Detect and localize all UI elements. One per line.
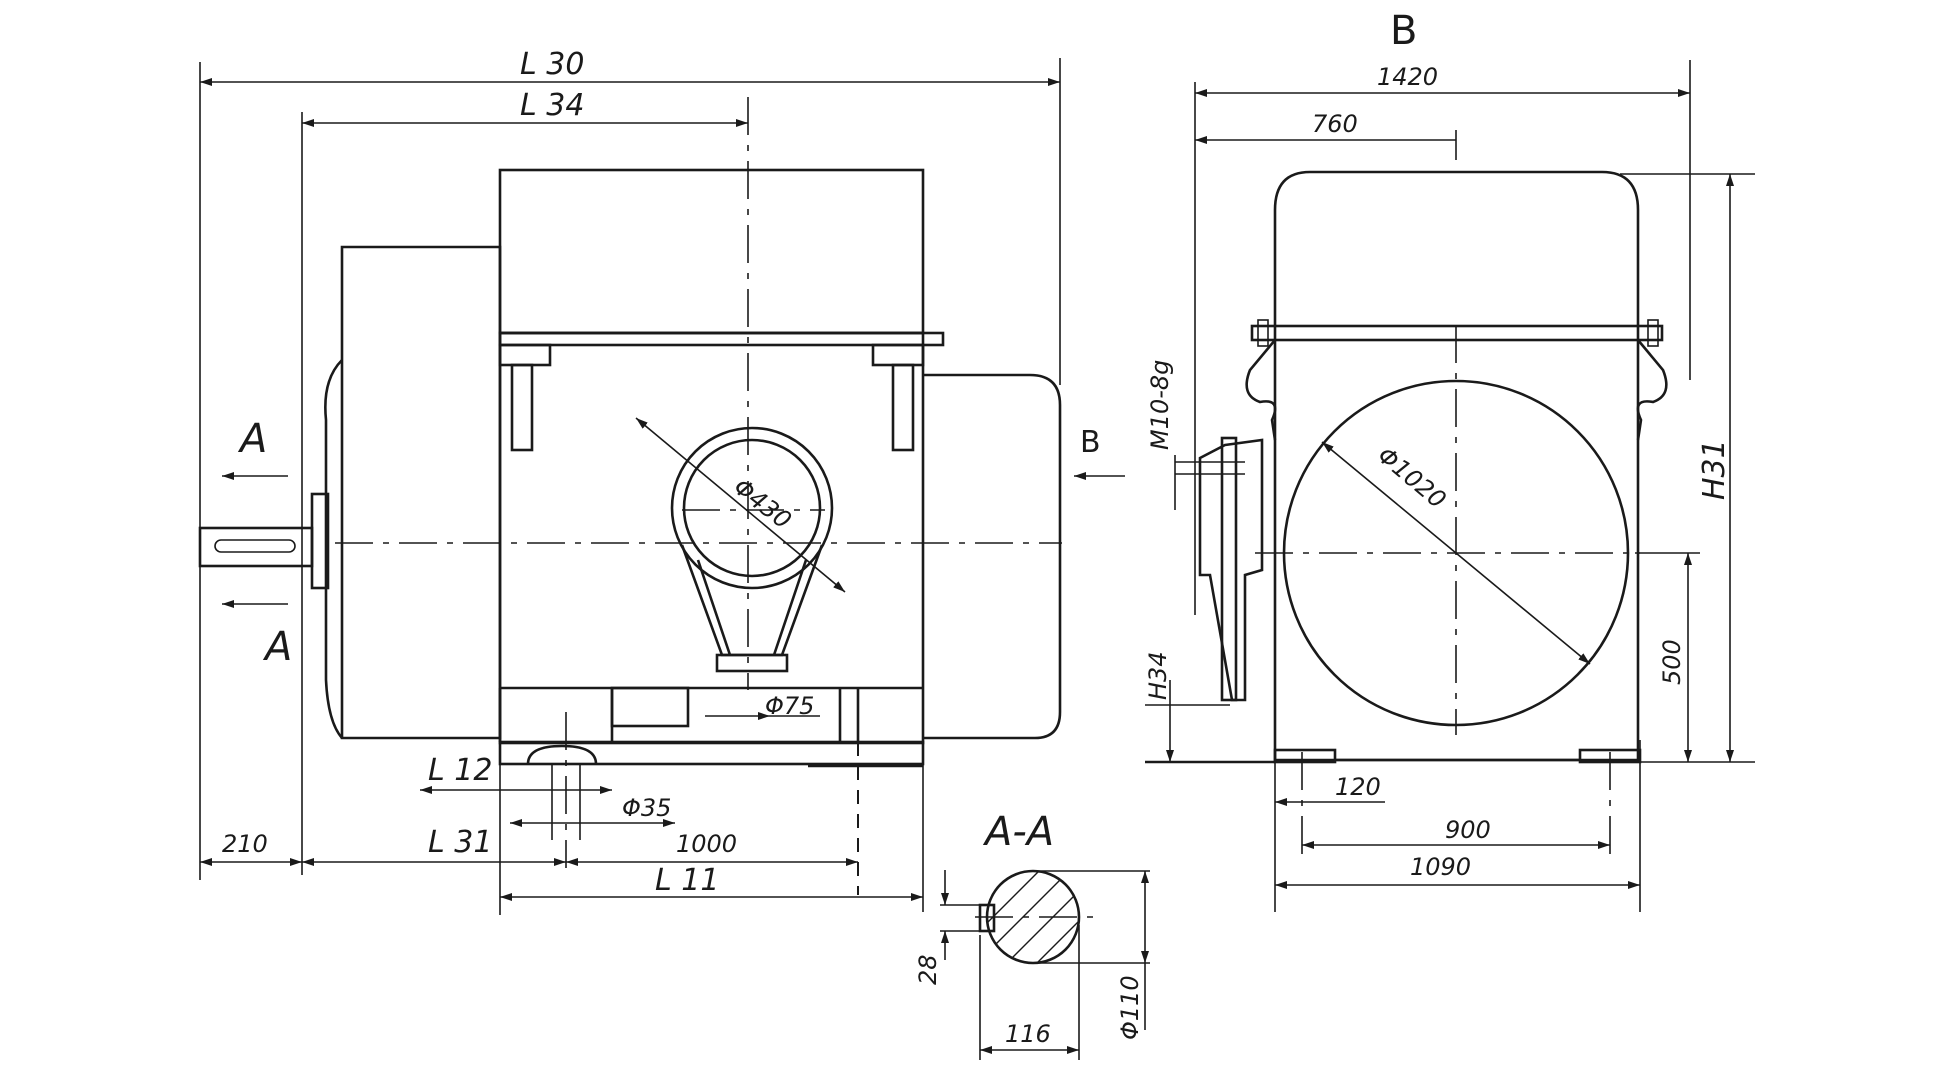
bracket-left-post bbox=[510, 363, 534, 452]
terminal-box-side bbox=[1198, 438, 1264, 702]
terminal-box-neck-outer bbox=[680, 544, 824, 657]
cooler-flange-end bbox=[1250, 324, 1664, 342]
label-cable-entry-diameter: Φ75 bbox=[765, 692, 814, 720]
label-overall-width: 1420 bbox=[1377, 63, 1438, 91]
section-hatching bbox=[987, 871, 1079, 963]
label-foot-hole-spacing: 1000 bbox=[676, 830, 737, 858]
lifting-eye-left bbox=[1245, 339, 1277, 441]
bracket-left bbox=[498, 343, 552, 367]
section-title: A-A bbox=[982, 809, 1054, 855]
shaft-keyway bbox=[214, 539, 296, 553]
end-bell bbox=[340, 245, 502, 740]
terminal-box-side-flange bbox=[1220, 436, 1238, 702]
label-base-width: 1090 bbox=[1410, 853, 1471, 881]
label-shaft-to-foot-hole: L 31 bbox=[428, 825, 492, 860]
label-shaft-diameter: Φ110 bbox=[1116, 975, 1144, 1040]
label-foot-hole-distance: 900 bbox=[1445, 816, 1491, 844]
dim-overall-length: L 30 bbox=[520, 47, 584, 82]
bracket-right bbox=[871, 343, 925, 367]
section-marker-bottom: A bbox=[262, 624, 292, 670]
dim-length-to-center: L 34 bbox=[520, 88, 584, 123]
end-view: B 1420 760 Φ1020 H31 500 H34 M10-8g 120 … bbox=[1144, 8, 1755, 912]
foot-bolt-head bbox=[526, 744, 598, 765]
label-grounding-bolt: M10-8g bbox=[1146, 360, 1174, 450]
dim-body-diameter bbox=[1321, 441, 1591, 665]
lifting-eye-right bbox=[1636, 339, 1668, 441]
section-view: A-A 28 116 Φ110 bbox=[914, 809, 1150, 1060]
cable-gland bbox=[715, 653, 789, 673]
end-bell-flange bbox=[324, 359, 344, 739]
foot-left bbox=[1273, 748, 1337, 764]
end-view-body bbox=[1273, 170, 1640, 762]
top-cooler bbox=[498, 168, 925, 335]
label-frame-length: L 11 bbox=[655, 863, 719, 898]
label-key-width: 116 bbox=[1005, 1020, 1051, 1048]
view-arrow-label: B bbox=[1080, 425, 1101, 460]
stator-frame bbox=[498, 331, 925, 745]
label-body-diameter: Φ1020 bbox=[1372, 441, 1451, 514]
side-view: L 30 L 34 A A B Φ430 Φ75 L 12 Φ35 210 L … bbox=[198, 47, 1125, 915]
label-foot-width: 120 bbox=[1335, 773, 1381, 801]
dim-terminal-box-diameter bbox=[635, 417, 846, 593]
label-foot-height: H34 bbox=[1144, 651, 1172, 700]
bracket-right-post bbox=[891, 363, 915, 452]
label-key-depth: 28 bbox=[914, 954, 942, 985]
fan-cover bbox=[923, 373, 1062, 740]
foot-plate bbox=[498, 740, 925, 766]
label-foot-hole-offset: L 12 bbox=[428, 753, 492, 788]
label-half-width: 760 bbox=[1312, 110, 1358, 138]
shaft-extension bbox=[198, 526, 314, 568]
label-shaft-end: 210 bbox=[222, 830, 268, 858]
label-overall-height: H31 bbox=[1697, 439, 1732, 500]
nameplate bbox=[610, 686, 690, 728]
section-marker-top: A bbox=[237, 416, 267, 462]
terminal-box-neck-inner bbox=[696, 559, 808, 656]
end-view-title: B bbox=[1390, 8, 1417, 54]
label-shaft-height: 500 bbox=[1658, 639, 1686, 685]
cooler-flange bbox=[498, 331, 945, 347]
label-foot-hole-diameter: Φ35 bbox=[622, 794, 671, 822]
